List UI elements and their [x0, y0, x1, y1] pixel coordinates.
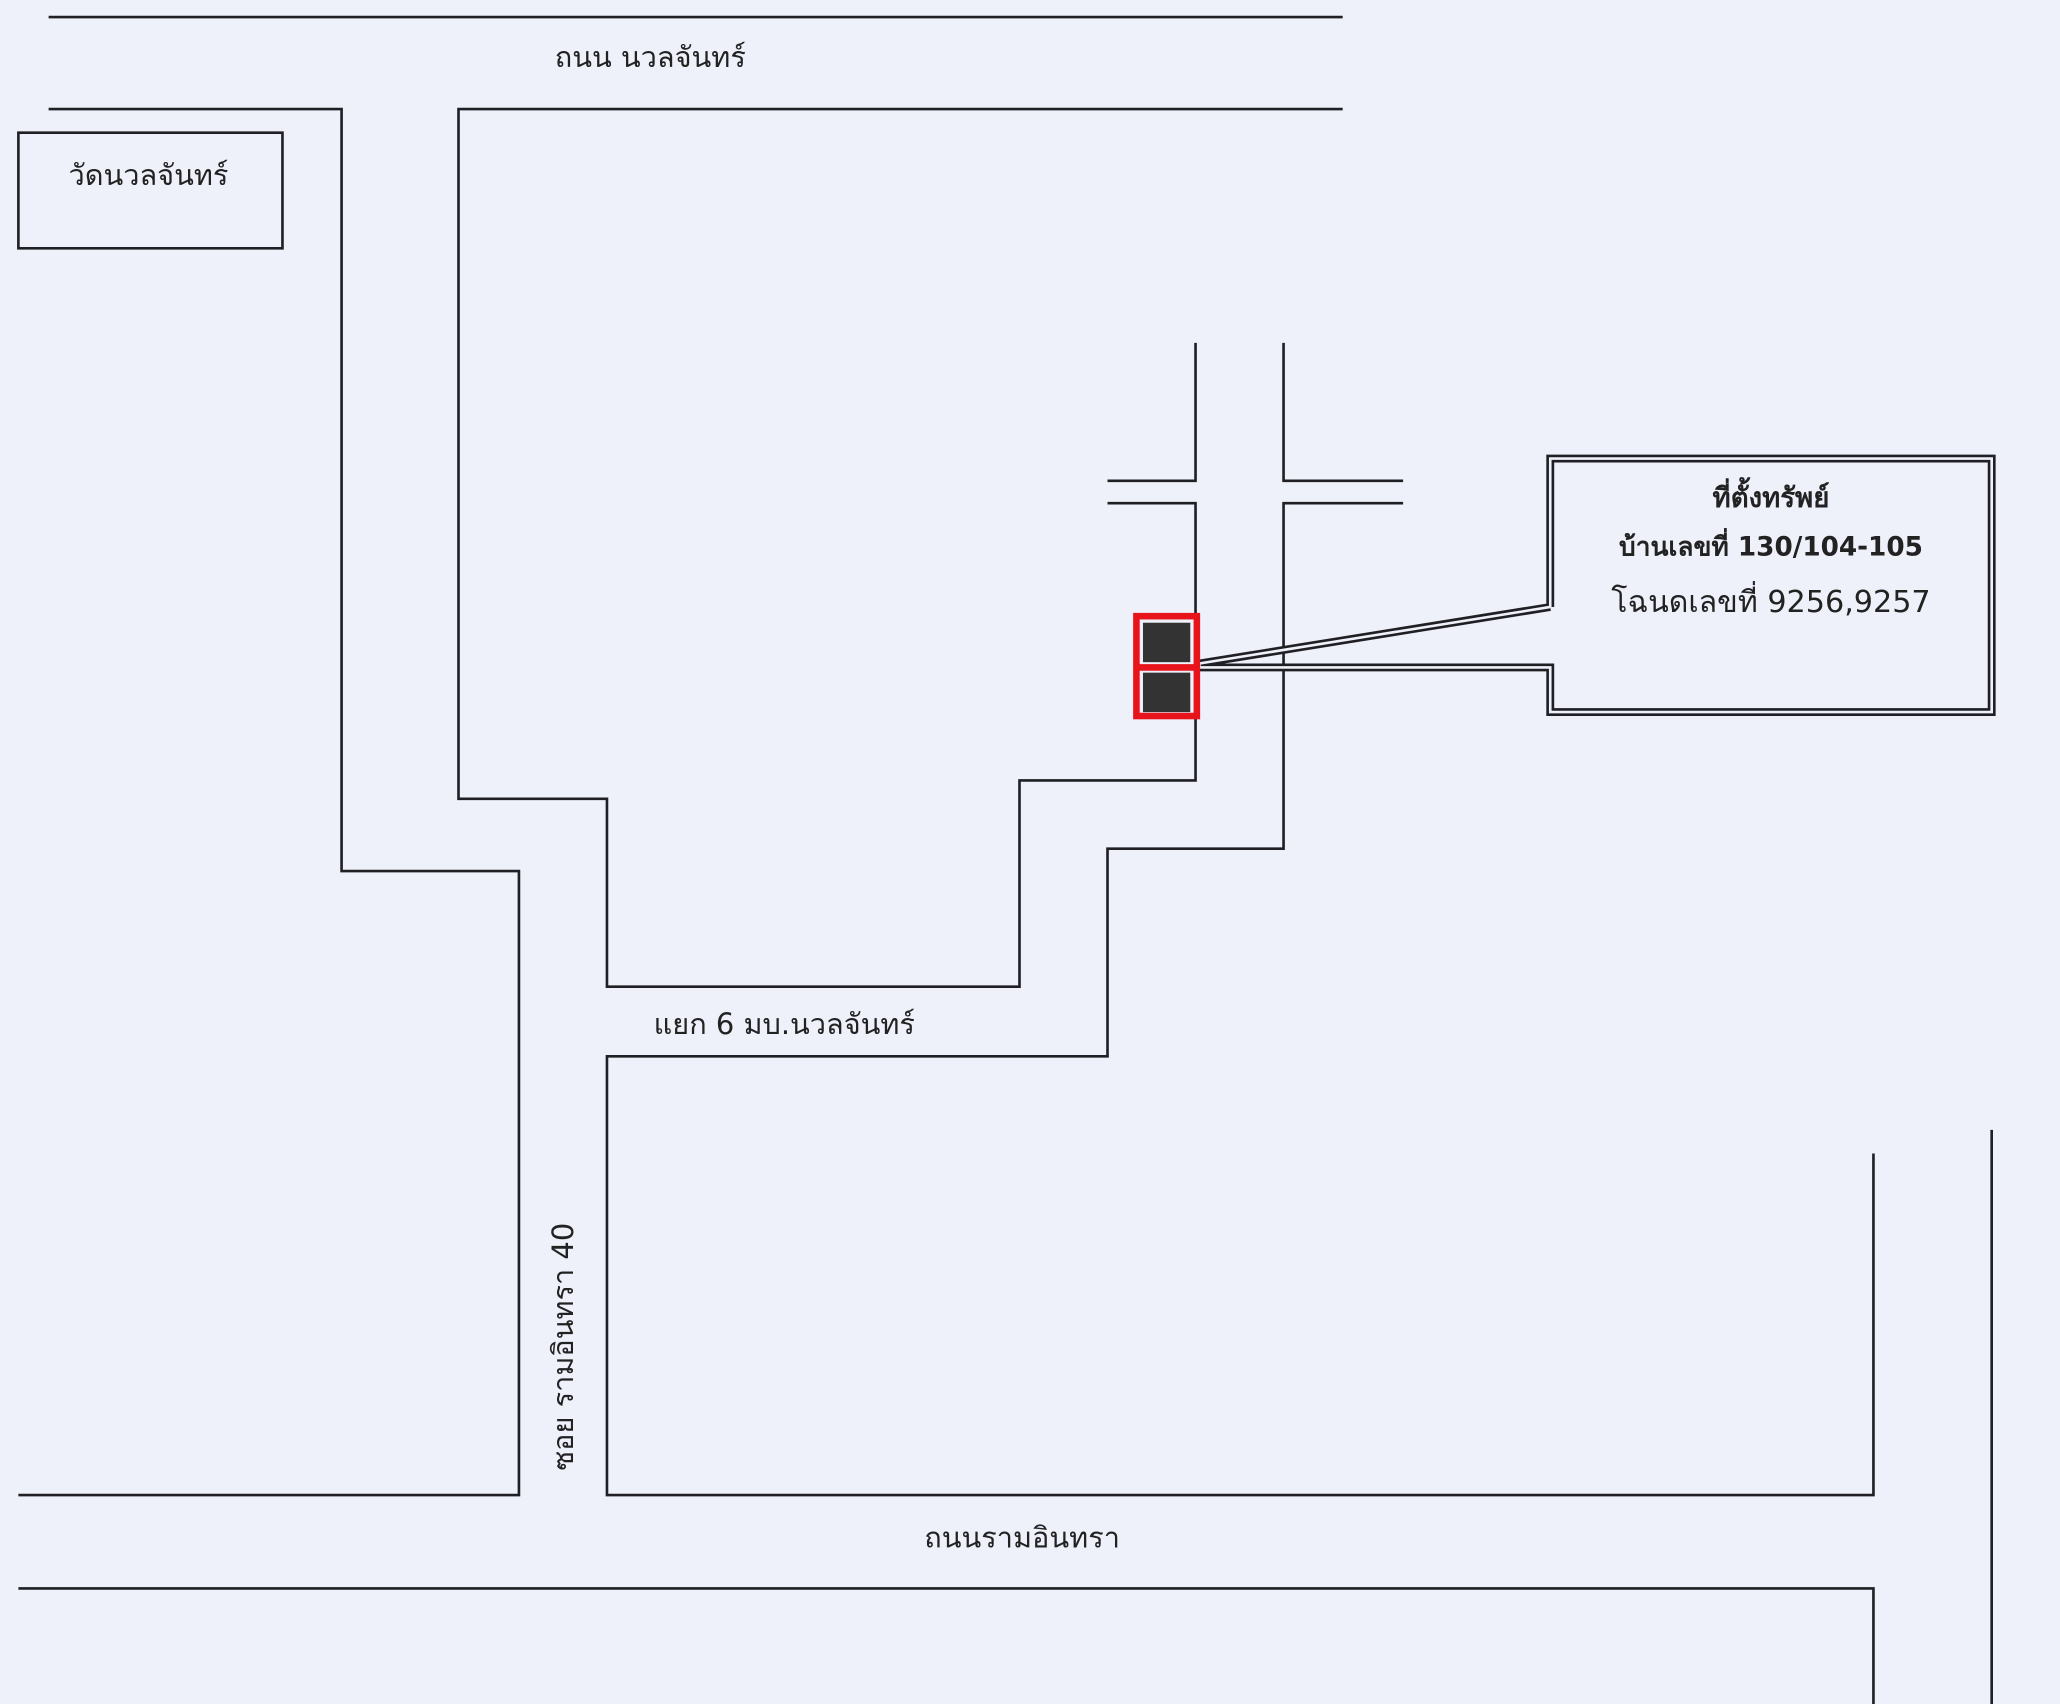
plot-2: [1142, 672, 1191, 713]
road-lines: [18, 15, 1993, 1704]
lane-edge-upper-left: [1107, 342, 1197, 483]
house-number: บ้านเลขที่ 130/104-105: [1619, 528, 1923, 563]
bottom-road-south-edge: [18, 1587, 1875, 1704]
lane-edge-upper-right: [1282, 342, 1404, 483]
property-marker: [1133, 612, 1201, 720]
junction-label: แยก 6 มบ.นวลจันทร์: [654, 1007, 915, 1041]
top-road-label: ถนน นวลจันทร์: [555, 40, 746, 74]
property-title: ที่ตั้งทรัพย์: [1713, 477, 1830, 514]
temple-box: [17, 131, 284, 250]
right-road-edge: [605, 501, 1875, 1497]
temple-label: วัดนวลจันทร์: [69, 158, 229, 192]
bottom-road-label: ถนนรามอินทรา: [924, 1521, 1120, 1555]
property-callout: ที่ตั้งทรัพย์ บ้านเลขที่ 130/104-105 โฉน…: [1195, 454, 1996, 717]
soi-label: ซอย รามอินทรา 40: [546, 1223, 580, 1471]
inner-road-edge: [457, 107, 1343, 988]
plot-1: [1142, 622, 1191, 663]
title-deed: โฉนดเลขที่ 9256,9257: [1611, 580, 1930, 620]
left-road-edge: [18, 107, 521, 1497]
